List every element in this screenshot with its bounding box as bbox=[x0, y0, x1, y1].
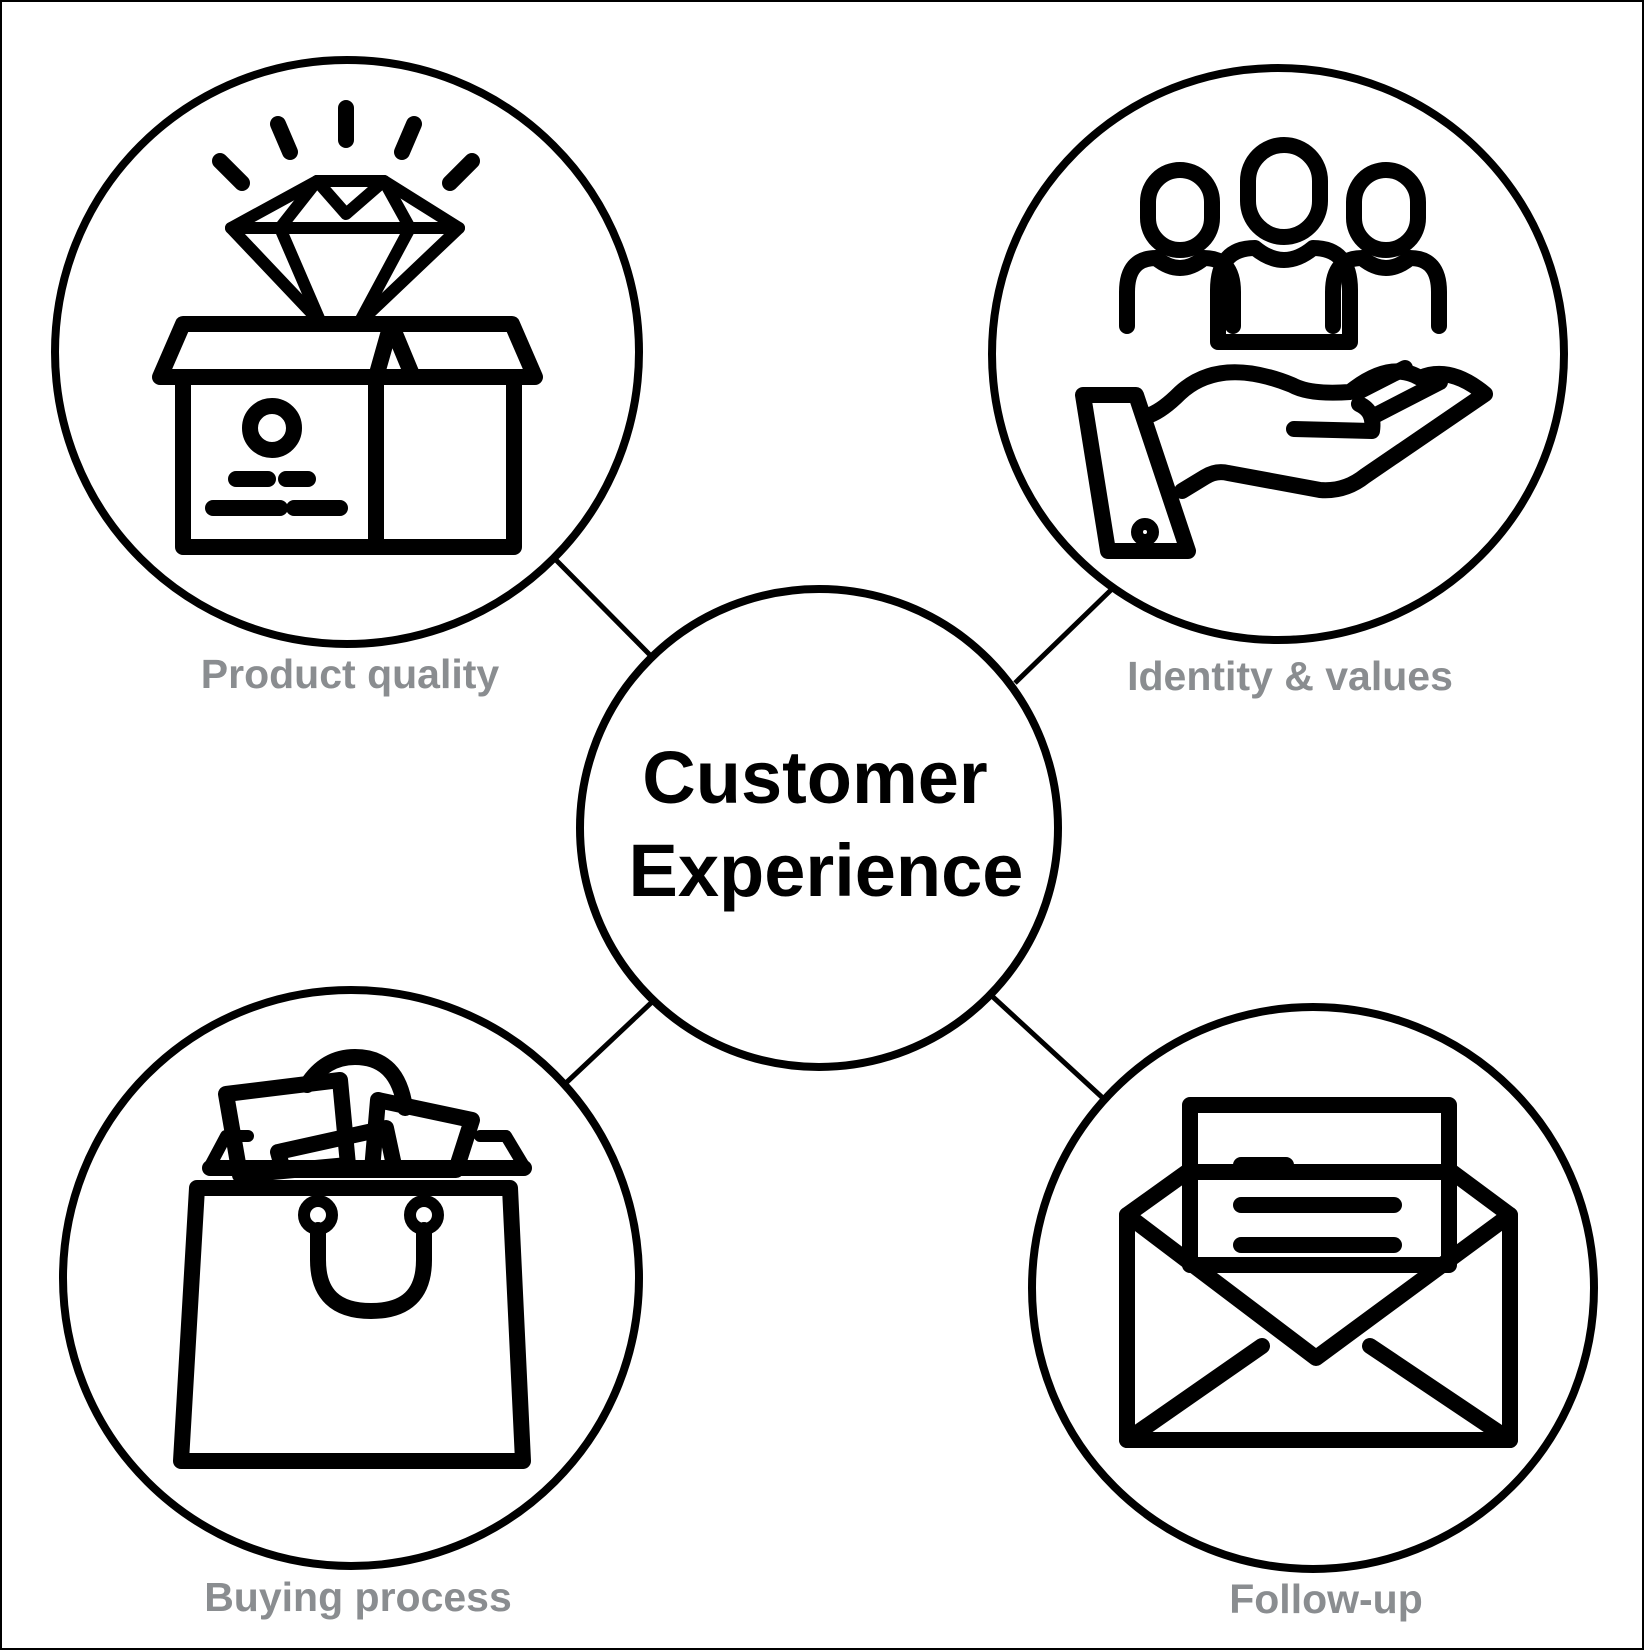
product-quality-circle bbox=[51, 56, 643, 648]
connector-follow-up bbox=[991, 995, 1107, 1102]
people-hand-icon bbox=[1075, 137, 1493, 559]
node-buying-process: Buying process bbox=[59, 986, 643, 1620]
connector-product-quality bbox=[554, 558, 652, 657]
node-identity-values: Identity & values bbox=[988, 64, 1568, 699]
connector-identity-values bbox=[1013, 587, 1114, 685]
buying-process-label: Buying process bbox=[204, 1574, 512, 1620]
identity-values-circle bbox=[988, 64, 1568, 644]
identity-values-label: Identity & values bbox=[1127, 653, 1453, 699]
diamond-box-icon bbox=[152, 100, 543, 555]
buying-process-circle bbox=[59, 986, 643, 1570]
connectors bbox=[554, 558, 1114, 1102]
node-follow-up: Follow-up bbox=[1028, 1003, 1598, 1622]
follow-up-label: Follow-up bbox=[1229, 1576, 1423, 1622]
connector-buying-process bbox=[565, 1000, 654, 1084]
center-circle bbox=[576, 585, 1062, 1071]
open-envelope-icon bbox=[1119, 1097, 1518, 1448]
shopping-bag-icon bbox=[173, 1049, 532, 1469]
center-title-line2: Experience bbox=[629, 829, 1024, 912]
product-quality-label: Product quality bbox=[201, 651, 500, 697]
center-title-line1: Customer bbox=[642, 736, 987, 819]
node-product-quality: Product quality bbox=[51, 56, 643, 697]
center-node: Customer Experience bbox=[576, 585, 1062, 1071]
